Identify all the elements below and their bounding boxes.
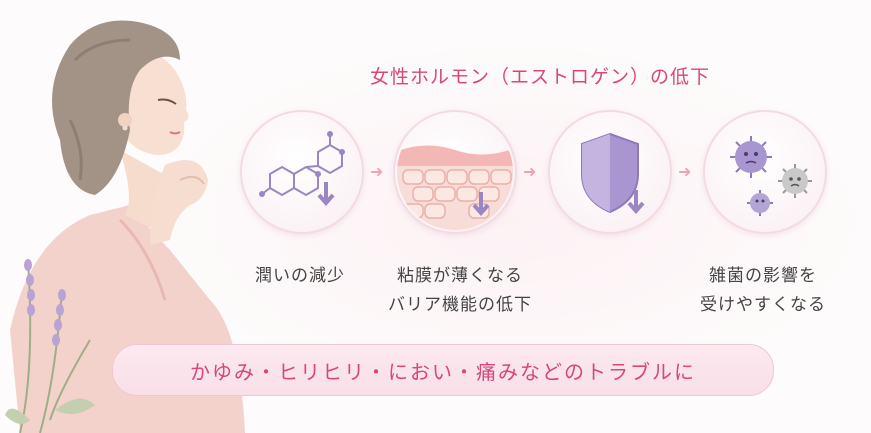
- flow-arrow-3: ➜: [678, 162, 692, 181]
- step-1-circle: [240, 110, 364, 234]
- germs-icon: [730, 136, 812, 216]
- flow-arrow-1: ➜: [370, 162, 384, 181]
- step-1-caption: 潤いの減少: [230, 262, 370, 291]
- molecule-icon: [259, 131, 345, 207]
- troubles-banner-text: かゆみ・ヒリヒリ・におい・痛みなどのトラブルに: [190, 359, 696, 384]
- step-4-circle: [703, 110, 827, 234]
- step-2-line-2: バリア機能の低下: [388, 295, 532, 315]
- lavender-sprig: [5, 259, 95, 433]
- step-4-line-1: 雑菌の影響を: [709, 266, 817, 286]
- step-1-line-1: 潤いの減少: [255, 266, 345, 286]
- step-2-caption: 粘膜が薄くなる バリア機能の低下: [370, 262, 550, 320]
- hormone-decline-title: 女性ホルモン（エストロゲン）の低下: [369, 66, 710, 88]
- flow-arrow-2: ➜: [523, 162, 537, 181]
- shield-icon: [581, 132, 645, 215]
- step-2-line-1: 粘膜が薄くなる: [397, 266, 523, 286]
- step-3-circle: [548, 110, 672, 234]
- step-2-circle: [393, 110, 517, 234]
- troubles-banner: かゆみ・ヒリヒリ・におい・痛みなどのトラブルに: [112, 344, 774, 396]
- step-4-line-2: 受けやすくなる: [700, 295, 826, 315]
- skin-tissue-icon: [397, 145, 513, 230]
- step-4-caption: 雑菌の影響を 受けやすくなる: [683, 262, 843, 320]
